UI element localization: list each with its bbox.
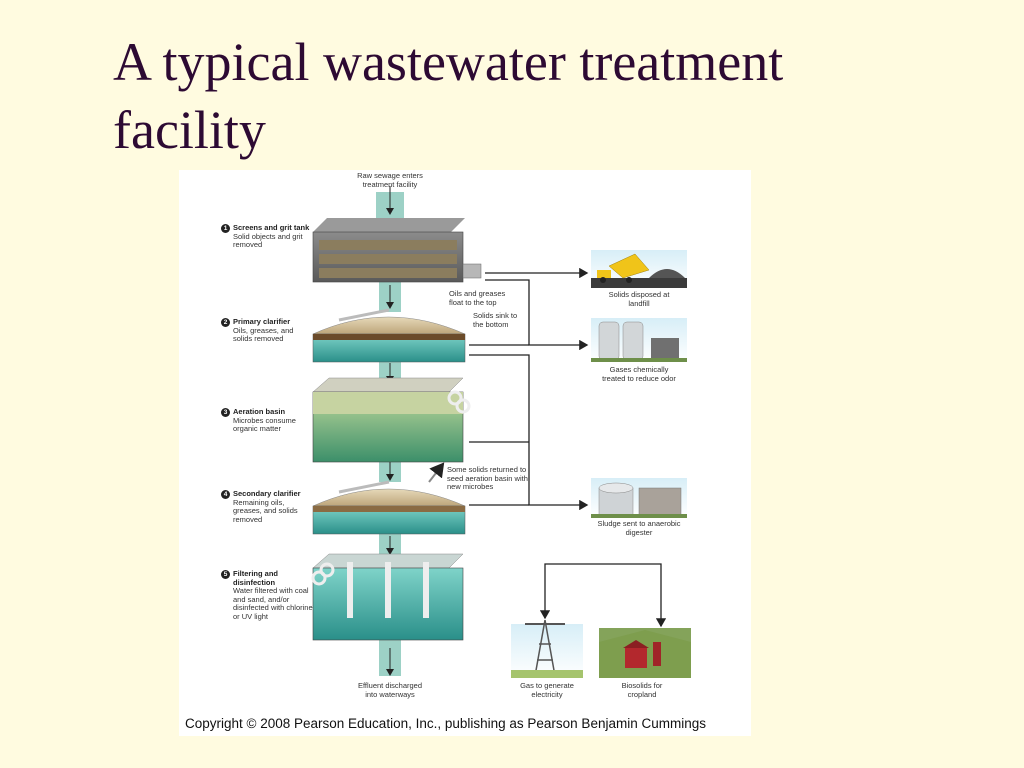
step-3-label: 3 Aeration basin Microbes consume organi… bbox=[221, 407, 313, 434]
step-4-title: Secondary clarifier bbox=[233, 489, 301, 498]
landfill-label: Solids disposed at landfill bbox=[608, 290, 670, 308]
oils-float-callout: Oils and greases float to the top bbox=[449, 289, 506, 307]
slide-title: A typical wastewater treatment facility bbox=[113, 32, 784, 160]
step-3-desc: Microbes consume organic matter bbox=[233, 415, 296, 433]
filter-disinfection-tank bbox=[311, 553, 464, 641]
copyright-notice: Copyright © 2008 Pearson Education, Inc.… bbox=[185, 716, 706, 731]
gases-label: Gases chemically treated to reduce odor bbox=[602, 365, 676, 383]
cropland-barn-icon bbox=[599, 628, 691, 678]
aeration-basin bbox=[312, 377, 471, 463]
gas-treatment-icon bbox=[591, 318, 687, 362]
step-1-desc: Solid objects and grit removed bbox=[233, 231, 303, 249]
step-2-title: Primary clarifier bbox=[233, 317, 291, 326]
biosolids-label: Biosolids for cropland bbox=[621, 681, 663, 699]
step-2-desc: Oils, greases, and solids removed bbox=[233, 325, 294, 343]
step-3-title: Aeration basin bbox=[233, 407, 286, 416]
grit-tank bbox=[312, 218, 482, 283]
electricity-label: Gas to generate electricity bbox=[520, 681, 574, 699]
diagram-graphics bbox=[311, 186, 691, 678]
effluent-label: Effluent discharged into waterways bbox=[357, 681, 423, 699]
anaerobic-digester-icon bbox=[591, 478, 687, 518]
step-5-label: 5 Filtering and disinfection Water filte… bbox=[221, 569, 313, 621]
step-4-label: 4 Secondary clarifier Remaining oils, gr… bbox=[221, 489, 313, 524]
solids-returned-callout: Some solids returned to seed aeration ba… bbox=[447, 465, 528, 491]
step-5-title: Filtering and disinfection bbox=[233, 569, 278, 587]
solids-sink-callout: Solids sink to the bottom bbox=[473, 311, 518, 329]
inflow-label: Raw sewage enters treatment facility bbox=[357, 171, 423, 189]
step-1-label: 1 Screens and grit tank Solid objects an… bbox=[221, 223, 313, 250]
central-pipe bbox=[376, 186, 404, 676]
step-4-number: 4 bbox=[221, 490, 230, 499]
step-3-number: 3 bbox=[221, 408, 230, 417]
primary-clarifier bbox=[312, 308, 466, 363]
wastewater-diagram: 1 Screens and grit tank Solid objects an… bbox=[179, 170, 751, 736]
step-1-number: 1 bbox=[221, 224, 230, 233]
landfill-truck-icon bbox=[591, 250, 687, 288]
secondary-clarifier bbox=[312, 462, 466, 535]
power-tower-icon bbox=[511, 619, 583, 678]
step-2-label: 2 Primary clarifier Oils, greases, and s… bbox=[221, 317, 313, 344]
step-5-desc: Water filtered with coal and sand, and/o… bbox=[233, 586, 313, 621]
step-4-desc: Remaining oils, greases, and solids remo… bbox=[233, 497, 298, 524]
flow-lines bbox=[469, 267, 667, 628]
step-2-number: 2 bbox=[221, 318, 230, 327]
sludge-label: Sludge sent to anaerobic digester bbox=[597, 519, 681, 537]
step-5-number: 5 bbox=[221, 570, 230, 579]
step-1-title: Screens and grit tank bbox=[233, 223, 310, 232]
